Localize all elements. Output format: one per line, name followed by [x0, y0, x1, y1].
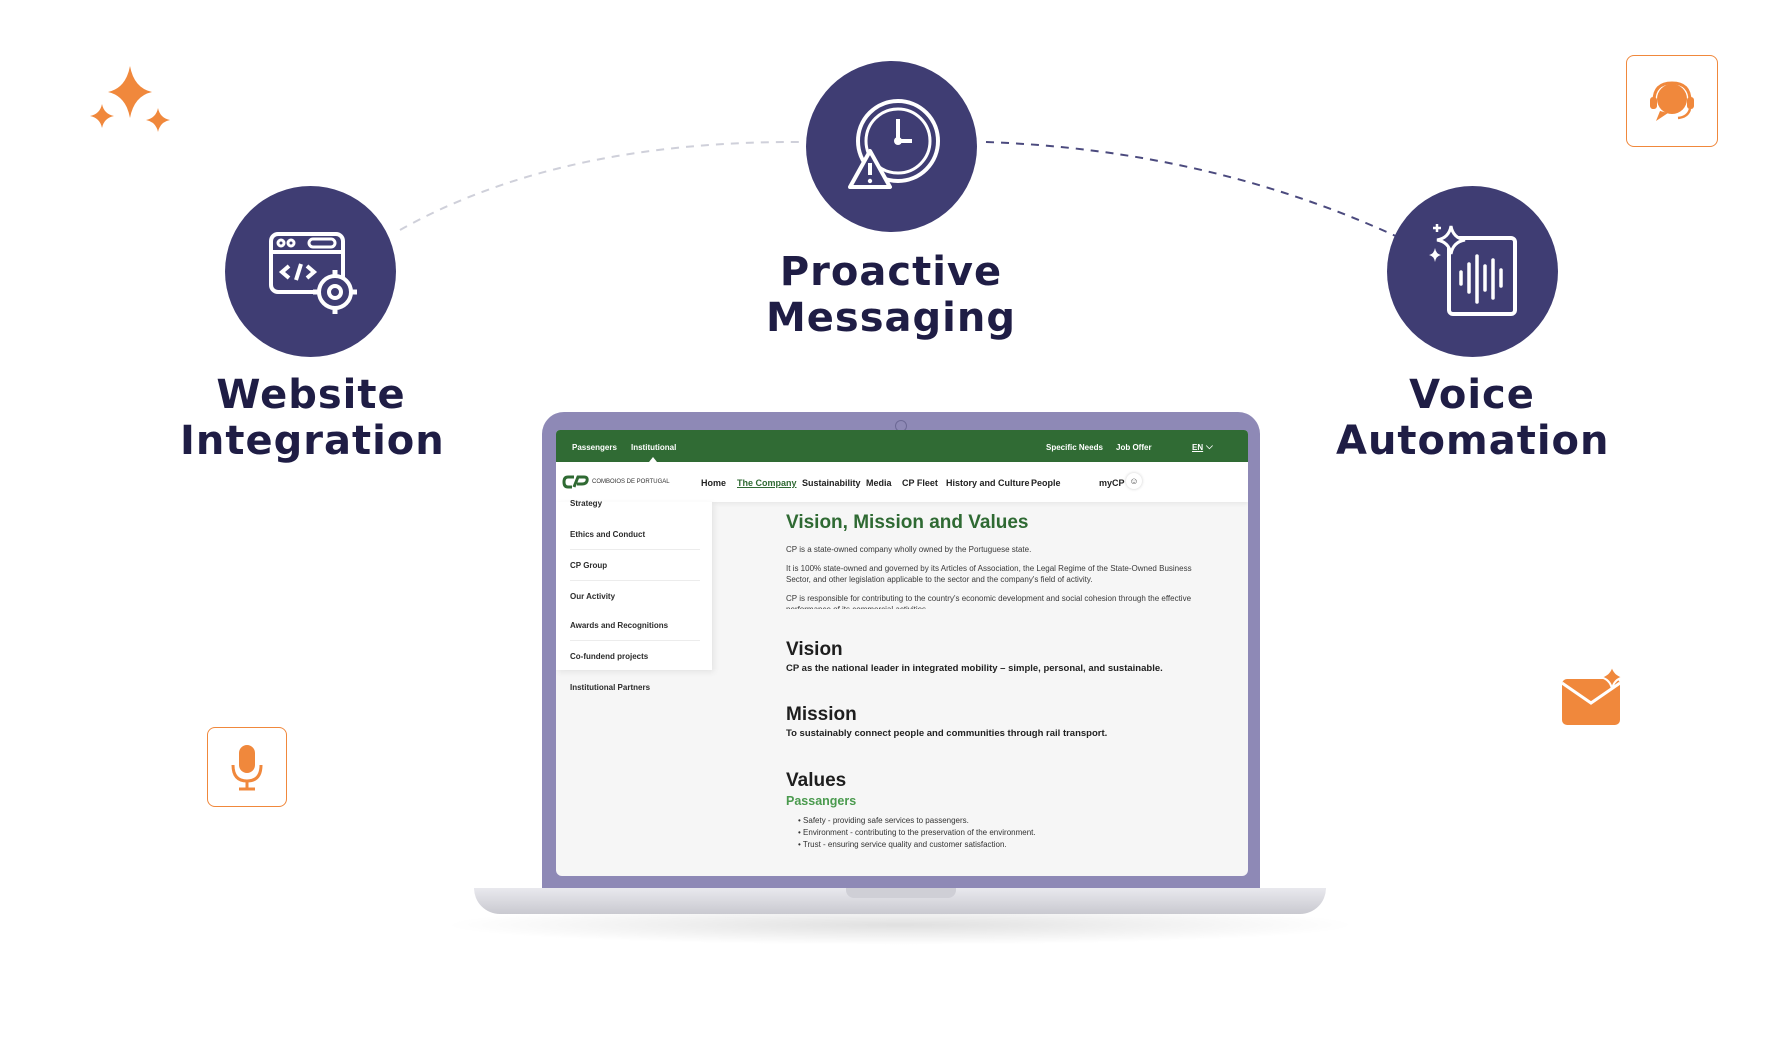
voice-automation-circle — [1387, 186, 1558, 357]
nav-the-company[interactable]: The Company — [737, 478, 797, 488]
values-bullet: • Trust - ensuring service quality and c… — [798, 840, 1007, 849]
microphone-icon — [231, 745, 263, 791]
laptop-screen: Passengers Institutional Specific Needs … — [556, 430, 1248, 876]
menu-divider — [570, 580, 700, 581]
nav-media[interactable]: Media — [866, 478, 892, 488]
page-title: Vision, Mission and Values — [786, 512, 1029, 533]
side-menu: Strategy Ethics and Conduct CP Group Our… — [556, 499, 712, 692]
chevron-down-icon[interactable]: ⌵ — [1206, 441, 1213, 451]
nav-mycp[interactable]: myCP — [1099, 478, 1125, 488]
side-menu-item[interactable]: Awards and Recognitions — [570, 621, 669, 630]
chat-support-icon — [1650, 81, 1694, 121]
proactive-title-line1: Proactive — [779, 249, 1003, 295]
intro-paragraph-3: CP is responsible for contributing to th… — [786, 594, 1192, 609]
side-menu-item[interactable]: CP Group — [570, 561, 608, 570]
vision-heading: Vision — [786, 639, 843, 660]
voice-title-line1: Voice — [1409, 372, 1535, 418]
proactive-title-line2: Messaging — [766, 295, 1016, 341]
intro-paragraph-1: CP is a state-owned company wholly owned… — [786, 545, 1032, 554]
vision-text: CP as the national leader in integrated … — [786, 663, 1163, 674]
logo-text: COMBOIOS DE PORTUGAL — [592, 479, 670, 485]
nav-home[interactable]: Home — [701, 478, 727, 488]
values-heading: Values — [786, 770, 847, 791]
nav-sustainability[interactable]: Sustainability — [802, 478, 861, 488]
values-subheading: Passangers — [786, 794, 857, 808]
nav-history-culture[interactable]: History and Culture — [946, 478, 1030, 488]
side-menu-item[interactable]: Ethics and Conduct — [570, 530, 646, 539]
proactive-messaging-circle — [806, 61, 977, 232]
website-integration-title: Website Integration — [180, 372, 445, 464]
cp-logo-icon[interactable] — [562, 474, 590, 490]
intro-paragraph-2: It is 100% state-owned and governed by i… — [786, 564, 1192, 584]
values-bullet-text: Trust - ensuring service quality and cus… — [802, 840, 1007, 849]
side-menu-item[interactable]: Our Activity — [570, 592, 616, 601]
values-bullet-text: Environment - contributing to the preser… — [803, 828, 1036, 837]
menu-divider — [570, 640, 700, 641]
mission-heading: Mission — [786, 704, 857, 725]
sparkles-icon — [90, 66, 170, 132]
topbar-job-offer-link[interactable]: Job Offer — [1116, 443, 1152, 452]
nav-people[interactable]: People — [1031, 478, 1061, 488]
ai-voice-waveform-icon — [1428, 223, 1517, 316]
site-topbar: Passengers Institutional Specific Needs … — [556, 430, 1248, 462]
side-menu-item[interactable]: Co-fundend projects — [570, 652, 649, 661]
nav-cp-fleet[interactable]: CP Fleet — [902, 478, 938, 488]
values-bullet-text: Safety - providing safe services to pass… — [803, 816, 969, 825]
voice-title-line2: Automation — [1336, 418, 1610, 464]
chat-support-button[interactable] — [1626, 55, 1718, 147]
language-selector[interactable]: EN — [1192, 443, 1204, 452]
connector-arc-right — [985, 141, 1401, 239]
side-menu-item[interactable]: Strategy — [570, 499, 603, 508]
connector-arc-left — [399, 140, 806, 231]
proactive-messaging-title: Proactive Messaging — [750, 249, 1032, 341]
clock-alert-icon — [847, 98, 940, 189]
user-account-icon[interactable]: ☺ — [1126, 473, 1142, 489]
website-integration-circle — [225, 186, 396, 357]
email-sparkle-icon — [1561, 665, 1625, 725]
values-bullet: • Safety - providing safe services to pa… — [798, 816, 969, 825]
code-settings-icon — [268, 231, 357, 314]
mission-text: To sustainably connect people and commun… — [786, 728, 1108, 739]
topbar-specific-needs-link[interactable]: Specific Needs — [1046, 443, 1103, 452]
site-navbar: COMBOIOS DE PORTUGAL Home The Company Su… — [556, 462, 1248, 502]
topbar-institutional-link[interactable]: Institutional — [631, 443, 677, 452]
microphone-button[interactable] — [207, 727, 287, 807]
laptop-notch — [846, 888, 956, 898]
website-title-line2: Integration — [180, 418, 445, 464]
side-menu-item[interactable]: Institutional Partners — [570, 683, 651, 692]
website-title-line1: Website — [216, 372, 406, 418]
topbar-passengers-link[interactable]: Passengers — [572, 443, 617, 452]
voice-automation-title: Voice Automation — [1336, 372, 1610, 464]
active-tab-indicator — [649, 457, 657, 462]
values-bullet: • Environment - contributing to the pres… — [798, 828, 1036, 837]
menu-divider — [570, 549, 700, 550]
